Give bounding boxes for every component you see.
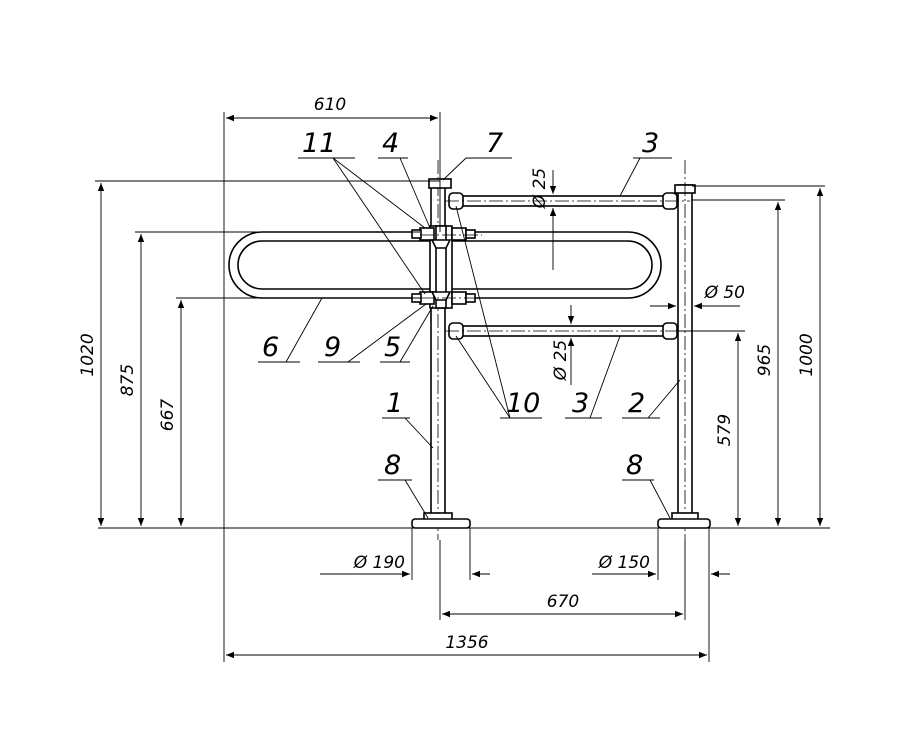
lower-rail	[445, 322, 690, 340]
callout-6: 6	[262, 332, 279, 363]
dim-670-label: 670	[547, 592, 579, 612]
dim-50-label: Ø 50	[704, 283, 745, 303]
callout-11: 11	[302, 128, 336, 159]
callout-8-left: 8	[384, 450, 401, 481]
upper-rail	[445, 192, 690, 210]
dim-1356-label: 1356	[445, 633, 488, 653]
left-base	[411, 512, 471, 529]
callout-3-top: 3	[642, 128, 659, 159]
dim-610-label: 610	[314, 95, 346, 115]
callout-10: 10	[506, 388, 540, 419]
swing-loop-arm	[228, 231, 662, 299]
extension-lines	[95, 112, 825, 662]
callout-7: 7	[486, 128, 503, 159]
callout-5: 5	[384, 332, 401, 363]
right-post	[674, 160, 696, 540]
dim-1020-label: 1020	[78, 333, 98, 376]
dim-25-bottom-label: Ø 25	[551, 340, 571, 381]
leader-lines	[258, 157, 681, 519]
dim-579-label: 579	[715, 414, 735, 446]
dim-150-label: Ø 150	[598, 553, 650, 573]
callout-2: 2	[628, 388, 645, 419]
callout-4: 4	[382, 128, 399, 159]
dim-25-top-label: Ø 25	[530, 168, 550, 209]
dim-1000-label: 1000	[797, 333, 817, 376]
dim-875-label: 875	[118, 364, 138, 396]
callout-1: 1	[386, 388, 403, 419]
right-base	[657, 512, 711, 529]
dim-965-label: 965	[755, 344, 775, 376]
callout-3-bottom: 3	[572, 388, 589, 419]
callout-8-right: 8	[626, 450, 643, 481]
dim-667-label: 667	[158, 399, 178, 432]
callout-9: 9	[324, 332, 341, 363]
dim-190-label: Ø 190	[353, 553, 405, 573]
